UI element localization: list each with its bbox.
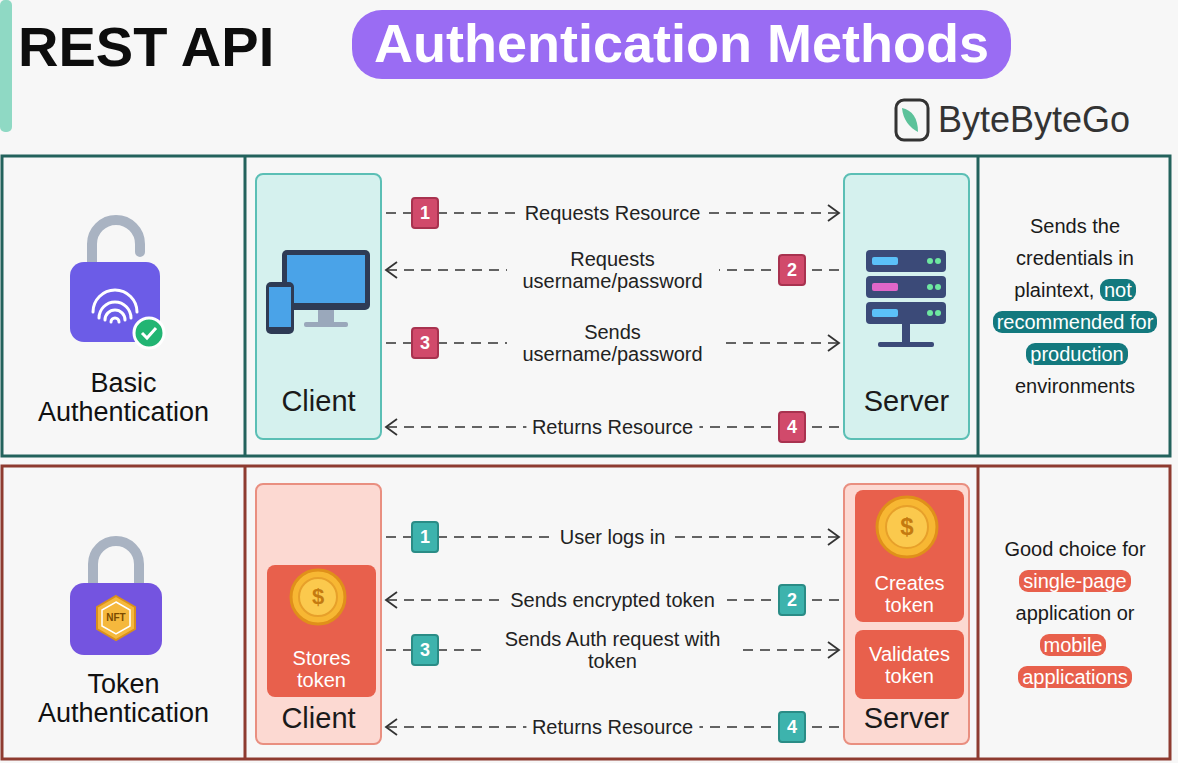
highlight-text: single-page [1019, 570, 1130, 592]
text-wrap: Validates token [859, 643, 960, 687]
callout-number: 4 [778, 411, 806, 443]
node-text: application or [1016, 602, 1135, 624]
token-row-frame [2, 466, 1170, 759]
text-wrap: Basic Authentication [4, 369, 243, 428]
node-text: environments [1015, 375, 1135, 397]
note-cell: Good choice for single-page application … [982, 468, 1168, 757]
node-text: Client [261, 386, 376, 418]
token-validate-box: Validates token [855, 630, 964, 699]
text-wrap: Creates token [859, 572, 960, 616]
edge-label: Returns Resource [526, 416, 699, 438]
open-padlock-icon [70, 220, 164, 348]
edge-label: Sends Auth request with token [487, 628, 739, 673]
node-text: Validates token [859, 643, 960, 687]
text-wrap: Server [849, 386, 964, 418]
node-text: Stores token [271, 647, 372, 691]
node-text: Creates token [859, 572, 960, 616]
text-wrap: Server [849, 703, 964, 735]
text-wrap: Sends the credentials in plaintext, not … [986, 210, 1164, 402]
callout-number: 3 [411, 634, 439, 666]
note-cell: Sends the credentials in plaintext, not … [982, 158, 1168, 454]
client-box: Client Stores token [255, 483, 382, 745]
edge-label: Requests username/password [507, 248, 719, 293]
coin-symbol: $ [900, 515, 913, 539]
closed-padlock-icon [70, 541, 162, 655]
node-text: Token Authentication [4, 670, 243, 729]
node-text: Good choice for [1004, 538, 1145, 560]
text-wrap: Client [261, 703, 376, 735]
token-store-box: Stores token [267, 565, 376, 697]
callout-number: 1 [411, 521, 439, 553]
brand-logo: ByteByteGo [938, 98, 1130, 141]
basic-row-frame [2, 156, 1170, 456]
accent-bar [0, 0, 12, 132]
callout-number: 3 [411, 327, 439, 359]
text-wrap: Good choice for single-page application … [986, 533, 1164, 693]
server-box: Server [843, 173, 970, 440]
title: REST API [18, 16, 274, 78]
logo-icon [896, 100, 928, 140]
token-create-box: Creates token [855, 490, 964, 622]
highlight-text: mobile applications [1018, 634, 1132, 688]
edge-label: Returns Resource [526, 716, 699, 738]
callout-number: 4 [778, 711, 806, 743]
title-highlight: Authentication Methods [352, 10, 1011, 79]
coin-symbol: $ [312, 586, 324, 608]
method-cell: Basic Authentication [0, 158, 247, 454]
node-text: Server [849, 703, 964, 735]
edge-label: Sends username/password [507, 321, 719, 366]
token-symbol: NFT [106, 613, 125, 623]
edge-label: Requests Resource [519, 202, 707, 224]
node-text: Server [849, 386, 964, 418]
callout-number: 2 [778, 584, 806, 616]
edge-label: User logs in [554, 526, 672, 548]
node-text: Basic Authentication [4, 369, 243, 428]
edge-label: Sends encrypted token [504, 589, 721, 611]
text-wrap: Token Authentication [4, 670, 243, 729]
callout-number: 2 [778, 254, 806, 286]
client-box: Client [255, 173, 382, 440]
text-wrap: Client [261, 386, 376, 418]
callout-number: 1 [411, 197, 439, 229]
text-wrap: Stores token [271, 647, 372, 691]
node-text: Client [261, 703, 376, 735]
